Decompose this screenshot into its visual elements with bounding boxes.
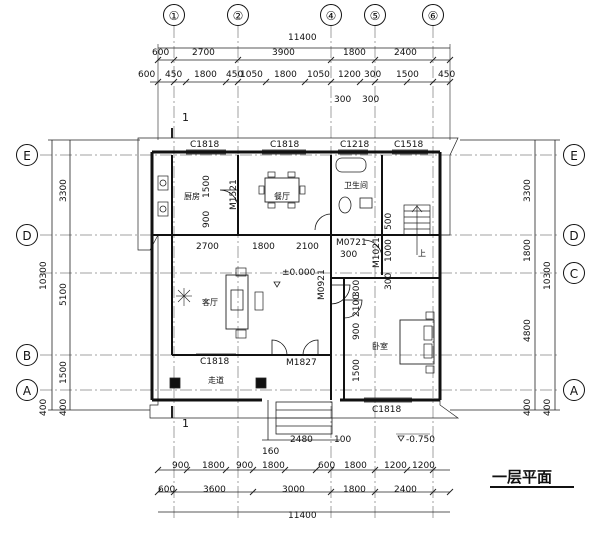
- dim-top-r2-5: 1800: [274, 70, 297, 80]
- drawing-title: 一层平面: [492, 468, 553, 486]
- dim-in-300-a: 300: [340, 250, 358, 260]
- dim-top-r2-6: 1050: [307, 70, 330, 80]
- dim-in-300-b: 300: [352, 279, 362, 297]
- axis-bubble-4: ④: [320, 4, 342, 26]
- dim-top-r1-0: 600: [152, 48, 170, 58]
- dim-right-400: 400: [523, 398, 533, 416]
- window-c1818-kitchen: C1818: [190, 140, 220, 150]
- door-m0921-a: M0921: [317, 269, 327, 300]
- dim-in-900-bed: 900: [352, 322, 362, 340]
- dim-bot-r1-0: 600: [158, 485, 176, 495]
- dim-bot-r2-6: 1200: [384, 461, 407, 471]
- dim-bot-r2-3: 1800: [262, 461, 285, 471]
- dim-top-r1-3: 1800: [343, 48, 366, 58]
- dim-bot-r2-0: 900: [172, 461, 190, 471]
- dim-left-400: 400: [59, 398, 69, 416]
- axis-bubble-6: ⑥: [422, 4, 444, 26]
- dim-top-r1-2: 3900: [272, 48, 295, 58]
- dim-right-outer-10300: 10300: [543, 261, 553, 290]
- window-c1818-corridor: C1818: [200, 357, 230, 367]
- dim-bot-r2-2: 900: [236, 461, 254, 471]
- axis-bubble-1: ①: [163, 4, 185, 26]
- dim-in-2100-bed: 2100: [352, 294, 362, 317]
- axis-bubble-b-left: B: [16, 344, 38, 366]
- axis-bubble-a-left: A: [16, 379, 38, 401]
- dim-left-outer-10300: 10300: [39, 261, 49, 290]
- dim-left-3300: 3300: [59, 179, 69, 202]
- dim-bot-r2-7: 1200: [412, 461, 435, 471]
- dim-step-100: 100: [334, 435, 352, 445]
- dim-step-160: 160: [262, 447, 280, 457]
- dim-right-outer-400: 400: [543, 398, 553, 416]
- axis-bubble-d-left: D: [16, 224, 38, 246]
- room-dining: 餐厅: [274, 192, 290, 201]
- dim-bot-r2-5: 1800: [344, 461, 367, 471]
- door-m1827: M1827: [286, 358, 317, 368]
- dim-in-1500-bed: 1500: [352, 359, 362, 382]
- dim-top-total: 11400: [288, 33, 317, 43]
- axis-bubble-c-right: C: [563, 262, 585, 284]
- dim-in-2700: 2700: [196, 242, 219, 252]
- dim-in-1800: 1800: [252, 242, 275, 252]
- dim-top-r2-8: 300: [364, 70, 382, 80]
- room-bath: 卫生间: [344, 181, 368, 190]
- window-c1818-dining: C1818: [270, 140, 300, 150]
- dim-bot-r2-4: 600: [318, 461, 336, 471]
- dim-step-2480: 2480: [290, 435, 313, 445]
- axis-bubble-5: ⑤: [364, 4, 386, 26]
- dim-top-r2-2: 1800: [194, 70, 217, 80]
- dim-top-r2-0: 600: [138, 70, 156, 80]
- level-zero: ±0.000: [282, 268, 316, 278]
- dim-in-900-kitchen: 900: [202, 210, 212, 228]
- axis-bubble-e-left: E: [16, 144, 38, 166]
- room-kitchen: 厨房: [184, 192, 200, 201]
- dim-in-1500-kitchen: 1500: [202, 175, 212, 198]
- dim-top-r1-1: 2700: [192, 48, 215, 58]
- axis-bubble-2: ②: [227, 4, 249, 26]
- dim-top-r1-4: 2400: [394, 48, 417, 58]
- dim-top-300-a: 300: [334, 95, 352, 105]
- dim-in-2100: 2100: [296, 242, 319, 252]
- dim-bot-r1-3: 1800: [343, 485, 366, 495]
- dim-in-500: 500: [384, 212, 394, 230]
- stair-up-label: 上: [418, 249, 426, 258]
- dim-left-1500: 1500: [59, 361, 69, 384]
- dim-top-r2-7: 1200: [338, 70, 361, 80]
- dim-left-5100: 5100: [59, 283, 69, 306]
- title-underline: [490, 486, 574, 488]
- dim-right-3300: 3300: [523, 179, 533, 202]
- dim-top-r2-3: 450: [226, 70, 244, 80]
- room-living: 客厅: [202, 298, 218, 307]
- dim-top-300-b: 300: [362, 95, 380, 105]
- room-bedroom: 卧室: [372, 342, 388, 351]
- section-mark-bottom: 1: [182, 417, 189, 430]
- dim-bot-r1-4: 2400: [394, 485, 417, 495]
- level-minus-0750: -0.750: [406, 435, 436, 445]
- dim-top-r2-1: 450: [165, 70, 183, 80]
- dim-bot-r1-2: 3000: [282, 485, 305, 495]
- dim-right-1800: 1800: [523, 239, 533, 262]
- room-corridor: 走道: [208, 376, 224, 385]
- dim-bot-r2-1: 1800: [202, 461, 225, 471]
- dim-in-300-c: 300: [384, 272, 394, 290]
- dim-bot-r1-1: 3600: [203, 485, 226, 495]
- dim-in-1000: 1000: [384, 239, 394, 262]
- dim-right-4800: 4800: [523, 319, 533, 342]
- window-c1818-bedroom: C1818: [372, 405, 402, 415]
- dim-bottom-total: 11400: [288, 511, 317, 521]
- window-c1518: C1518: [394, 140, 424, 150]
- axis-bubble-a-right: A: [563, 379, 585, 401]
- door-m1021: M1021: [372, 237, 382, 268]
- door-m1521: M1521: [229, 179, 239, 210]
- section-mark-top: 1: [182, 111, 189, 124]
- axis-bubble-d-right: D: [563, 224, 585, 246]
- dim-top-r2-9: 1500: [396, 70, 419, 80]
- axis-bubble-e-right: E: [563, 144, 585, 166]
- dim-top-r2-10: 450: [438, 70, 456, 80]
- window-c1218: C1218: [340, 140, 370, 150]
- dim-top-r2-4: 1050: [240, 70, 263, 80]
- dim-left-outer-400: 400: [39, 398, 49, 416]
- door-m0721: M0721: [336, 238, 367, 248]
